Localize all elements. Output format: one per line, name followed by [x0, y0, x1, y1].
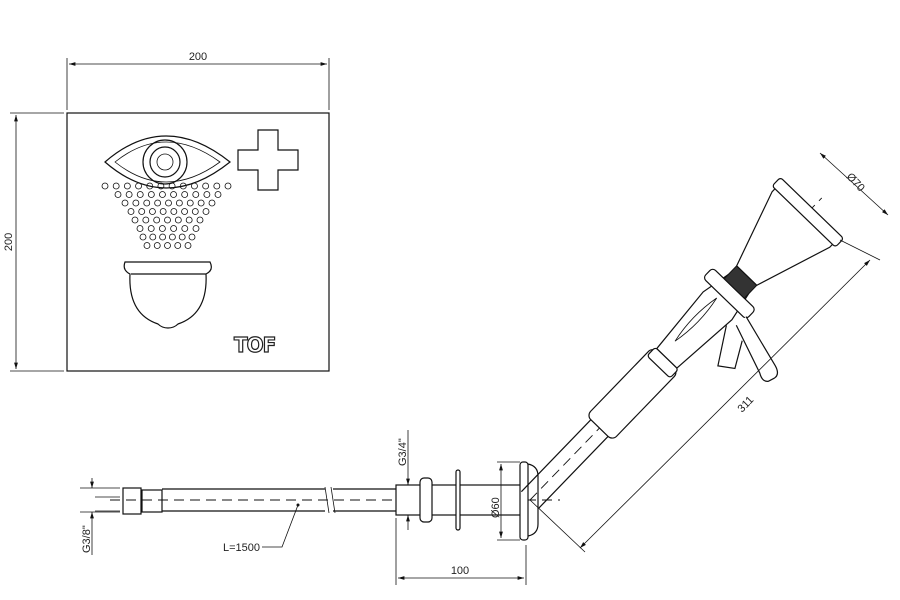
water-drop	[146, 182, 154, 190]
water-drop	[153, 242, 161, 249]
water-drop	[143, 242, 151, 249]
water-drop	[149, 208, 156, 215]
wall-fitting	[395, 461, 539, 541]
water-drop	[170, 191, 177, 198]
water-drop	[181, 208, 188, 215]
sign-plate: TOF	[66, 112, 330, 372]
water-drop	[184, 242, 192, 249]
water-drop	[202, 208, 210, 215]
head-diameter-dimension: Ø70	[819, 152, 889, 216]
water-drop	[179, 182, 187, 190]
water-drop	[153, 216, 161, 224]
water-drop	[149, 233, 157, 241]
water-drop	[101, 182, 109, 190]
svg-text:200: 200	[189, 51, 207, 63]
water-drop	[143, 199, 151, 207]
water-drop	[178, 233, 186, 241]
water-drop	[132, 199, 140, 207]
water-drop	[192, 225, 200, 232]
water-drop	[131, 216, 139, 224]
water-drop	[174, 242, 182, 249]
water-drop	[147, 191, 155, 198]
water-drop	[202, 182, 210, 190]
water-drop	[154, 199, 162, 207]
plate-height-dimension: 200	[3, 112, 64, 372]
water-drop	[175, 199, 183, 207]
water-drops-icon	[101, 182, 232, 249]
basin-icon	[123, 261, 212, 329]
water-drop	[197, 199, 205, 207]
outlet-thread-dimension: G3/4"	[397, 430, 410, 530]
tof-logo: TOF	[234, 333, 275, 357]
water-drop	[125, 191, 133, 198]
water-drop	[214, 191, 222, 198]
water-drop	[213, 182, 221, 190]
water-drop	[203, 191, 211, 198]
water-drop	[170, 225, 178, 232]
water-drop	[168, 233, 176, 241]
water-drop	[164, 242, 171, 249]
first-aid-cross-icon	[237, 129, 299, 191]
water-drop	[127, 208, 135, 215]
water-drop	[191, 182, 198, 190]
eye-icon	[104, 135, 231, 189]
water-drop	[185, 216, 193, 224]
svg-text:Ø70: Ø70	[844, 171, 867, 194]
water-drop	[170, 208, 178, 215]
water-drop	[181, 191, 189, 198]
hose-length-label: L=1500	[223, 503, 300, 554]
water-drop	[165, 199, 172, 207]
arm-length-dimension: 311	[529, 239, 881, 553]
depth-dimension: 100	[395, 518, 527, 585]
water-drop	[136, 191, 144, 198]
water-drop	[159, 191, 166, 198]
water-drop	[123, 182, 131, 190]
eye-wash-arm	[520, 178, 844, 509]
water-drop	[174, 216, 182, 224]
water-drop	[138, 208, 146, 215]
water-drop	[192, 191, 200, 198]
water-drop	[135, 182, 142, 190]
svg-text:G3/4": G3/4"	[397, 438, 409, 466]
water-drop	[157, 182, 165, 190]
plate-width-dimension: 200	[66, 51, 330, 110]
water-drop	[208, 199, 216, 207]
water-drop	[196, 216, 204, 224]
svg-text:L=1500: L=1500	[223, 542, 260, 554]
svg-text:100: 100	[451, 565, 469, 577]
water-drop	[142, 216, 150, 224]
flange-diameter-dimension: Ø60	[490, 461, 520, 541]
svg-text:G3/8": G3/8"	[81, 525, 93, 553]
water-drop	[159, 233, 167, 241]
water-drop	[188, 233, 196, 241]
water-drop	[224, 182, 232, 190]
water-drop	[139, 233, 147, 241]
water-drop	[121, 199, 129, 207]
water-drop	[168, 182, 176, 190]
water-drop	[114, 191, 122, 198]
inlet-thread-dimension: G3/8"	[80, 478, 120, 555]
water-drop	[136, 225, 144, 232]
svg-text:Ø60: Ø60	[490, 497, 502, 518]
water-drop	[181, 225, 189, 232]
water-drop	[158, 225, 166, 232]
svg-text:311: 311	[736, 394, 757, 415]
water-drop	[147, 225, 155, 232]
water-drop	[191, 208, 199, 215]
water-drop	[186, 199, 194, 207]
water-drop	[112, 182, 120, 190]
water-drop	[164, 216, 171, 224]
svg-text:200: 200	[3, 233, 15, 251]
water-drop	[159, 208, 167, 215]
